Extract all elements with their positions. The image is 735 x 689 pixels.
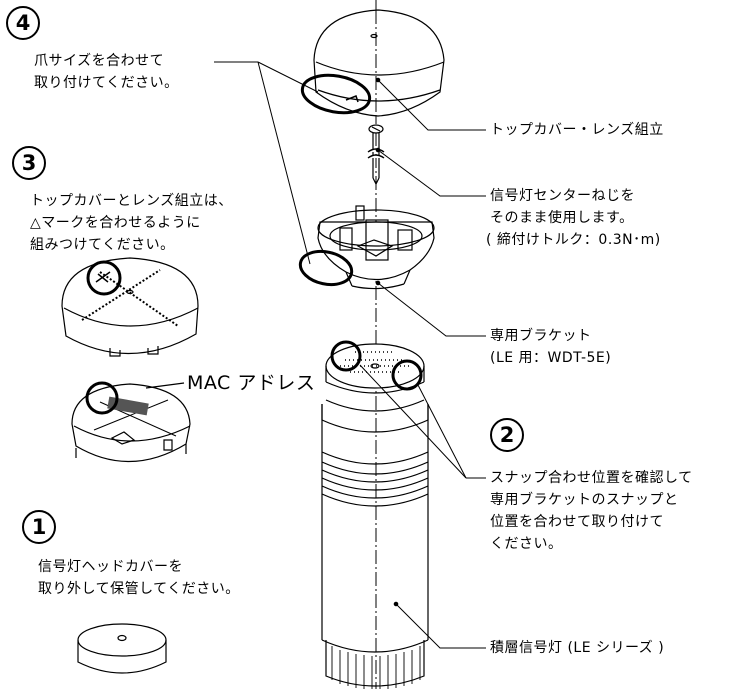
screw-label-line3: ( 締付けトルク：0.3N･m)	[486, 232, 661, 248]
step3-mac-highlight-circle	[85, 381, 119, 415]
step3-number-badge: 3	[12, 146, 46, 180]
signal-tower-part	[321, 343, 429, 689]
snap-highlight-circle-left	[330, 340, 362, 372]
step3-bracket-detail	[71, 383, 191, 463]
claw-highlight-ring-bracket	[298, 249, 354, 287]
step2-text-line1: スナップ合わせ位置を確認して	[490, 470, 693, 486]
step2-number-badge: 2	[490, 418, 524, 452]
step3-top-cover-detail	[61, 257, 199, 357]
mac-leader-line	[145, 382, 185, 389]
step2-text-line3: 位置を合わせて取り付けて	[490, 514, 664, 530]
step3-text-line2: △マークを合わせるように	[30, 215, 201, 231]
step2-text-line4: ください。	[490, 536, 563, 552]
step2-text-line2: 専用ブラケットのスナップと	[490, 492, 679, 508]
leader-lines	[214, 61, 486, 649]
step3-text-line1: トップカバーとレンズ組立は、	[30, 193, 233, 209]
bracket-part	[317, 205, 435, 290]
top-cover-label: トップカバー・レンズ組立	[490, 122, 664, 138]
screw-label-line2: そのまま使用します。	[490, 210, 634, 226]
bracket-label-line1: 専用ブラケット	[490, 328, 592, 344]
step1-text-line2: 取り外して保管してください。	[38, 581, 240, 597]
step3-text-line3: 組みつけてください。	[30, 237, 175, 253]
step3-mark-highlight-circle	[86, 260, 122, 296]
step1-number-badge: 1	[22, 510, 56, 544]
step1-head-cover-part	[77, 623, 167, 674]
top-cover-part	[313, 9, 445, 117]
step1-text-line1: 信号灯ヘッドカバーを	[38, 559, 183, 575]
snap-highlight-circle-right	[391, 359, 423, 391]
step4-number-badge: 4	[6, 6, 40, 40]
bracket-label-line2: (LE 用：WDT-5E)	[490, 350, 612, 366]
screw-label-line1: 信号灯センターねじを	[490, 188, 635, 204]
mac-address-label: MAC アドレス	[187, 372, 316, 394]
step4-text-line2: 取り付けてください。	[34, 75, 179, 91]
claw-highlight-ring-top	[300, 73, 372, 115]
step4-text-line1: 爪サイズを合わせて	[34, 53, 165, 69]
signal-tower-label: 積層信号灯 (LE シリーズ )	[490, 640, 665, 656]
